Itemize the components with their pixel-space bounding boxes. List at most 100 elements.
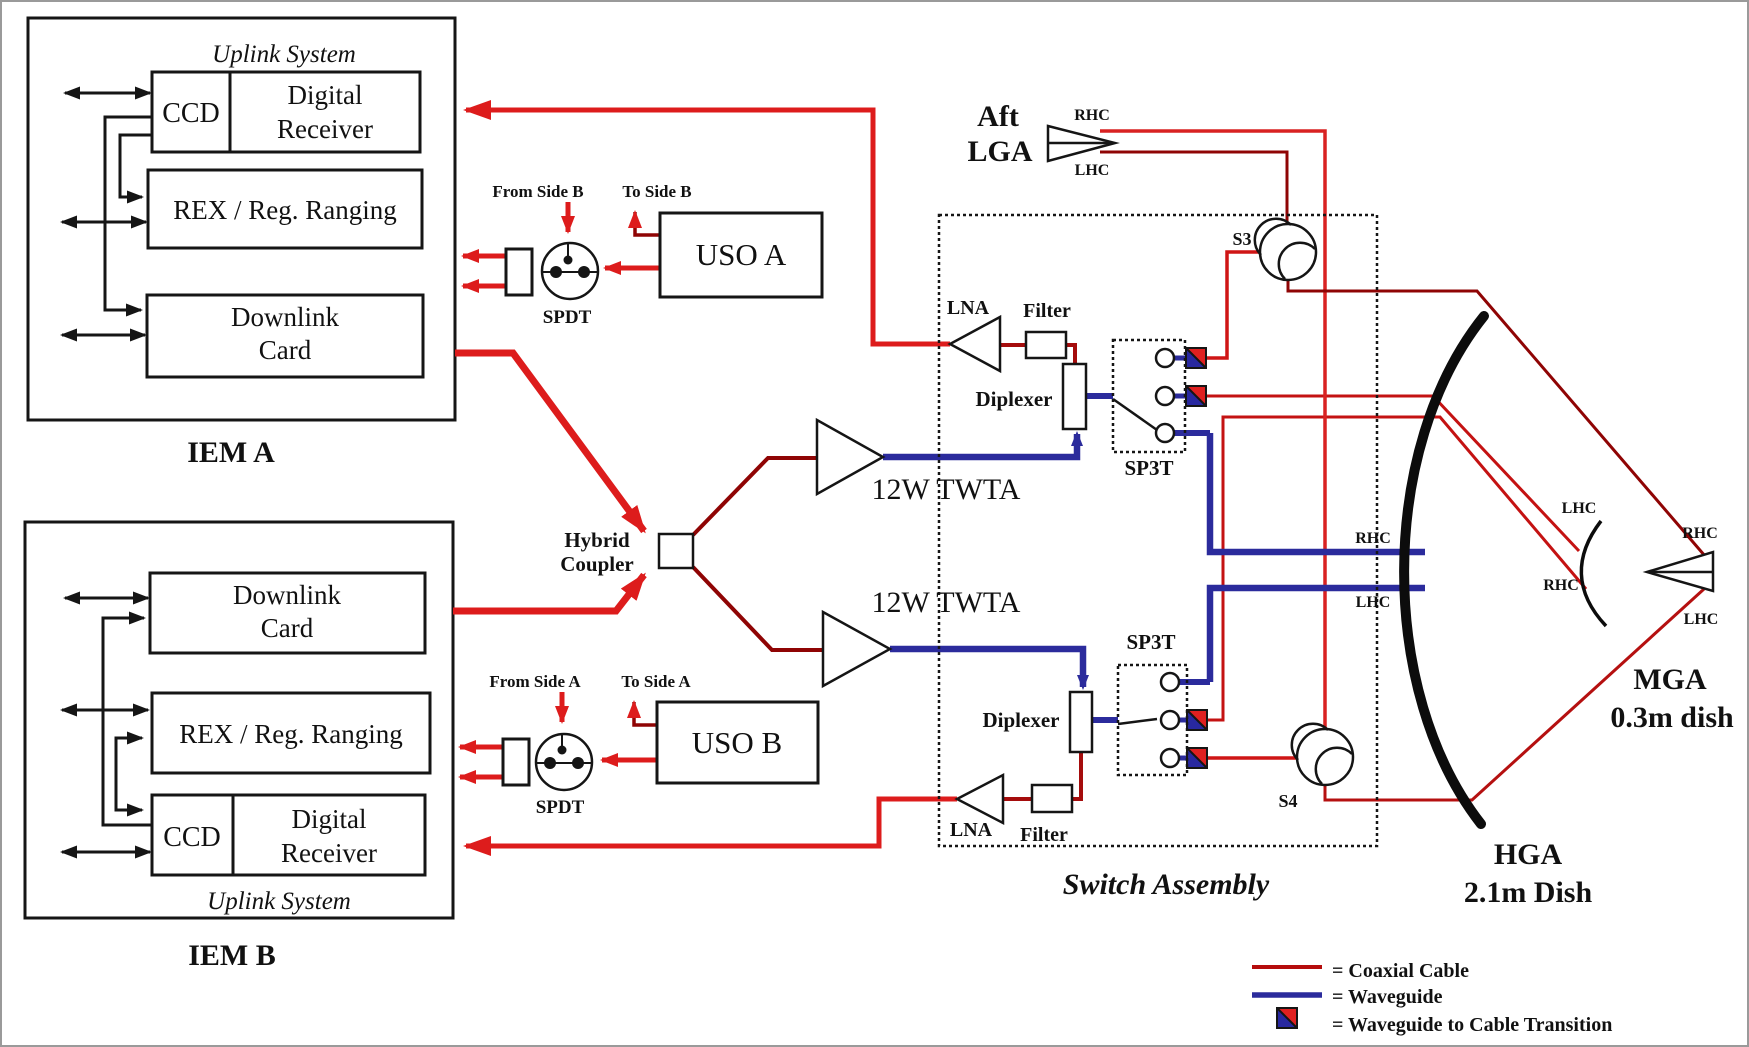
iem-a-ccd-to-rex-line <box>118 133 152 204</box>
spdt-b-pole-dot <box>557 745 567 755</box>
from-side-a-label: From Side A <box>489 672 581 691</box>
spdt-a-attenuator <box>504 247 534 297</box>
s3-to-mga-horn-line <box>1286 278 1707 557</box>
iem-a-ccd-box <box>150 70 232 154</box>
s4-circulator <box>1290 722 1355 787</box>
iem-a-digital-label-2: Receiver <box>277 114 373 144</box>
iem-a-downlink-box <box>145 293 425 379</box>
sp3t-a-port1-to-s3-line <box>1206 250 1262 360</box>
filter-bottom-box <box>1030 783 1074 814</box>
iem-b-downlink-label-1: Downlink <box>233 580 342 610</box>
sp3t-a-port3 <box>1154 422 1176 444</box>
filter-bottom-label: Filter <box>1020 824 1068 846</box>
s4-circle <box>1295 727 1355 787</box>
mga-dish-rhc-label: RHC <box>1543 577 1579 594</box>
iem-b <box>23 520 455 920</box>
s4-arc-2 <box>1314 746 1353 785</box>
iem-b-downlink-box <box>148 571 427 655</box>
sp3t-a <box>1111 338 1207 454</box>
transition-diagonal <box>1186 747 1208 769</box>
iem-b-name: IEM B <box>188 939 276 972</box>
mga-horn-lhc-label: LHC <box>1684 611 1719 628</box>
spdt-a-pole-dot <box>563 255 573 265</box>
uso-b-box <box>655 700 820 785</box>
iem-b-digital-label-1: Digital <box>292 804 367 834</box>
transition-diagonal <box>1186 709 1208 731</box>
sp3t-b-port2 <box>1159 709 1181 731</box>
sp3t-a-arm <box>1112 397 1158 432</box>
iem-b-downlink-label-2: Card <box>261 613 314 643</box>
iem-a-rex-box <box>146 168 424 250</box>
iem-b-digital-label-2: Receiver <box>281 838 377 868</box>
sp3t-top-label: SP3T <box>1124 456 1173 480</box>
spdt-a-dot-right <box>578 266 590 278</box>
iem-b-outer-box <box>23 520 455 920</box>
diplexer-a-filter-a-line <box>1066 343 1077 364</box>
iem-a-digital-label-1: Digital <box>288 80 363 110</box>
twta-bottom-waveguide <box>890 645 1089 690</box>
to-side-b-label: To Side B <box>622 182 691 201</box>
diplexer-top-box <box>1061 362 1088 431</box>
aft-lga-horn <box>1046 124 1120 163</box>
transition-diagonal <box>1185 347 1207 369</box>
uso-b-label: USO B <box>692 725 782 760</box>
iem-a-ccd-label: CCD <box>162 98 220 129</box>
iem-a-name: IEM A <box>187 436 275 469</box>
hybrid-coupler-box <box>657 532 695 570</box>
lna-top-label: LNA <box>947 297 990 319</box>
twta-top-waveguide <box>883 431 1083 461</box>
transition-diagonal <box>1276 1007 1298 1029</box>
hybrid-coupler-label-1: Hybrid <box>564 528 630 552</box>
lga-rhc-label: RHC <box>1074 107 1110 124</box>
downlink-b-coax-line <box>453 572 647 615</box>
twta-top-triangle <box>815 417 886 497</box>
iem-b-ccd-box <box>150 793 235 877</box>
mga-dish-lhc-label: LHC <box>1562 500 1597 517</box>
iem-a-ccd-to-downlink-line <box>103 115 152 317</box>
switch-assembly-title: Switch Assembly <box>1063 868 1270 901</box>
hga-lhc-waveguide <box>1206 584 1425 682</box>
to-side-a-label: To Side A <box>621 672 691 691</box>
twta-top-label: 12W TWTA <box>872 473 1021 506</box>
filter-top-label: Filter <box>1023 300 1071 322</box>
transition-border <box>1186 709 1208 731</box>
to-side-a-arrow <box>627 700 657 727</box>
transition-a-port1 <box>1185 347 1207 369</box>
lga-rhc-to-s4-line <box>1100 129 1327 730</box>
diplexer-b-filter-b-line <box>1072 752 1083 801</box>
transition-diagonal <box>1185 385 1207 407</box>
aft-lga-label-1: Aft <box>977 100 1019 133</box>
sp3t-b-port1 <box>1159 671 1181 693</box>
lna-top-triangle <box>947 314 1002 374</box>
legend-waveguide-label: = Waveguide <box>1332 986 1443 1008</box>
spdt-a-switch <box>504 241 600 301</box>
hybrid-coupler-label-2: Coupler <box>560 552 634 576</box>
hga-dish-arc <box>1399 311 1489 829</box>
transition-b-port3 <box>1186 747 1208 769</box>
to-side-b-arrow <box>628 210 660 237</box>
iem-a-title: Uplink System <box>212 41 356 68</box>
lna-bottom-label: LNA <box>950 819 993 841</box>
sp3t-b-dotted-box <box>1116 663 1189 777</box>
mga-dish-arc <box>1579 519 1608 628</box>
aft-lga-label-2: LGA <box>967 135 1032 168</box>
spdt-b-dot-left <box>544 757 556 769</box>
legend-transition-swatch <box>1276 1007 1298 1029</box>
sp3t-b <box>1116 663 1208 777</box>
sp3t-a-port1 <box>1154 347 1176 369</box>
receive-a-coax-line <box>463 100 950 347</box>
coupler-to-twta-top-line <box>691 456 817 537</box>
transition-a-port2 <box>1185 385 1207 407</box>
sp3t-b-arm <box>1117 717 1158 726</box>
iem-a <box>26 16 457 422</box>
twta-bottom-label: 12W TWTA <box>872 586 1021 619</box>
switch-assembly-dotted-box <box>937 213 1379 848</box>
s4-arc-1 <box>1290 722 1329 761</box>
spdt-a-dot-left <box>550 266 562 278</box>
diplexer-bottom-box <box>1068 690 1094 754</box>
sp3t-a-port2 <box>1154 385 1176 407</box>
twta-bottom-triangle <box>821 609 893 689</box>
s3-arc-1 <box>1253 217 1292 256</box>
